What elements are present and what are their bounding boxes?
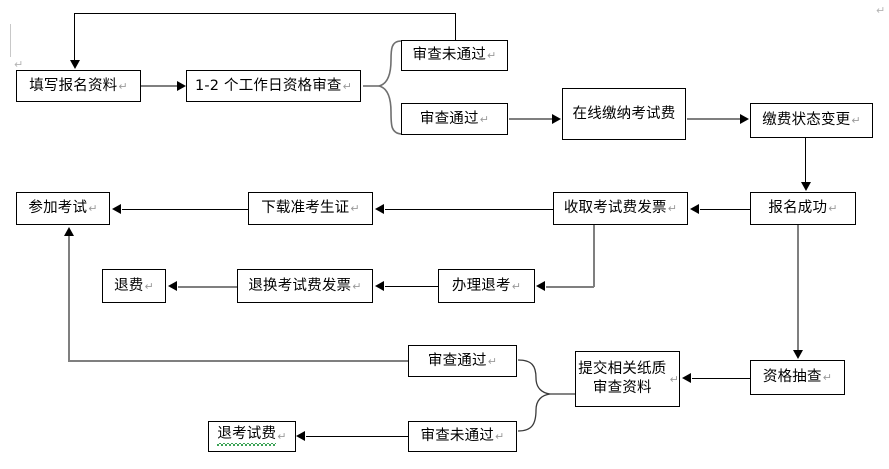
node-label: 退费 [114,277,144,294]
node-qualification-review-1-2-days[interactable]: 1-2 个工作日资格审查↵ [186,70,361,102]
node-label: 审查未通过 [420,428,495,444]
node-label: 在线缴纳考试费 [572,105,676,122]
edge-n8-n9-arrowhead [375,204,384,214]
paragraph-mark: ↵ [144,279,154,293]
paragraph-mark: ↵ [828,202,838,215]
edge-n3-n1-arrowhead [70,60,80,69]
node-label: 审查通过 [427,352,487,369]
edge-n6-n7-line [805,138,806,183]
edge-n7-n14-arrowhead [793,350,803,359]
node-label: 办理退考 [451,277,511,294]
node-label: 退换考试费发票 [248,277,352,294]
paragraph-mark: ↵ [511,279,522,293]
node-label: 参加考试 [28,200,88,216]
node-payment-status-changed[interactable]: 缴费状态变更↵ [750,103,873,138]
edge-n2-split-brace [361,38,405,138]
edge-n16-n10-riser [68,236,70,361]
paragraph-mark: ↵ [352,279,362,293]
paragraph-mark: ↵ [851,114,861,127]
node-review-failed-top[interactable]: 审查未通过↵ [401,40,508,71]
edge-n6-n7-arrowhead [801,182,811,191]
edge-n3-n1-top [74,13,456,14]
node-process-exam-withdrawal[interactable]: 办理退考↵ [438,269,535,303]
edge-n8-n11-run [546,286,594,288]
paragraph-mark: ↵ [479,112,490,126]
node-receive-exam-fee-invoice[interactable]: 收取考试费发票↵ [553,192,688,225]
paragraph-mark: ↵ [277,430,287,443]
edge-n7-n8-arrowhead [690,204,699,214]
edge-n3-n1-drop [74,13,75,61]
node-label: 资格抽查 [762,369,822,385]
node-fill-registration-info[interactable]: 填写报名资料↵ [16,70,141,102]
paragraph-mark-left: ↵ [14,58,24,71]
node-label: 提交相关纸质审查资料 [578,361,667,396]
margin-rule [10,24,11,57]
edge-n15-split-brace [516,342,578,447]
node-take-exam[interactable]: 参加考试↵ [16,192,110,225]
paragraph-mark: ↵ [118,79,128,93]
edge-n16-n10-arrowhead [64,227,74,236]
edge-n14-n15-arrowhead [682,373,691,383]
paragraph-mark: ↵ [487,354,498,368]
edge-n5-n6-line [687,118,741,120]
edge-n8-n11-drop [593,225,595,287]
edge-n11-n12-line [385,286,438,287]
node-submit-paper-review-materials[interactable]: 提交相关纸质审查资料↵ [575,351,680,407]
node-label: 填写报名资料 [29,77,118,94]
edge-n17-n18-line [306,436,409,437]
node-label: 1-2 个工作日资格审查 [194,77,342,94]
edge-n14-n15-line [692,378,750,379]
edge-n9-n10-line [122,209,248,210]
node-download-admission-ticket[interactable]: 下载准考生证↵ [248,192,373,225]
node-label: 缴费状态变更 [762,112,851,128]
node-refund[interactable]: 退费↵ [102,269,166,303]
edge-n4-n5-line [509,118,554,120]
paragraph-mark: ↵ [669,372,679,386]
edge-n16-n10-run [68,360,409,362]
paragraph-mark: ↵ [88,202,98,215]
edge-n1-n2-line [141,85,179,87]
edge-n11-n12-arrowhead [375,281,384,291]
node-label: 退考试费 [217,425,277,448]
paragraph-mark: ↵ [495,430,505,443]
node-review-passed-top[interactable]: 审查通过↵ [401,103,508,135]
edge-n12-n13-arrowhead [168,281,177,291]
edge-n12-n13-line [178,286,237,288]
node-exam-fee-withdrawal-refund[interactable]: 退考试费↵ [208,421,296,452]
node-label: 收取考试费发票 [563,200,667,216]
paragraph-mark: ↵ [667,202,678,215]
paragraph-mark: ↵ [342,79,353,93]
edge-n1-n2-arrowhead [177,81,186,91]
paragraph-mark: ↵ [487,49,497,62]
edge-n7-n8-line [700,209,750,210]
node-label: 审查通过 [419,110,479,127]
edge-n17-n18-arrowhead [296,431,305,441]
node-registration-success[interactable]: 报名成功↵ [750,192,856,225]
edge-n5-n6-arrowhead [740,114,749,124]
node-label: 下载准考生证 [261,200,350,216]
paragraph-mark: ↵ [822,371,833,384]
edge-n3-n1-riser [455,13,456,41]
edge-n8-n9-line [385,209,553,210]
node-review-passed-bottom[interactable]: 审查通过↵ [408,345,517,377]
edge-n8-n11-arrowhead [536,281,545,291]
node-label: 审查未通过 [412,47,487,63]
edge-n7-n14-line [797,225,799,351]
node-qualification-spot-check[interactable]: 资格抽查↵ [750,360,845,395]
paragraph-mark-topright: ↵ [876,4,886,17]
node-online-pay-exam-fee[interactable]: 在线缴纳考试费 [562,88,686,140]
node-label: 报名成功 [768,200,828,216]
paragraph-mark: ↵ [350,202,360,215]
node-return-exam-fee-invoice[interactable]: 退换考试费发票↵ [237,269,373,303]
edge-n9-n10-arrowhead [112,204,121,214]
edge-n4-n5-arrowhead [552,114,561,124]
node-review-failed-bottom[interactable]: 审查未通过↵ [408,421,517,452]
